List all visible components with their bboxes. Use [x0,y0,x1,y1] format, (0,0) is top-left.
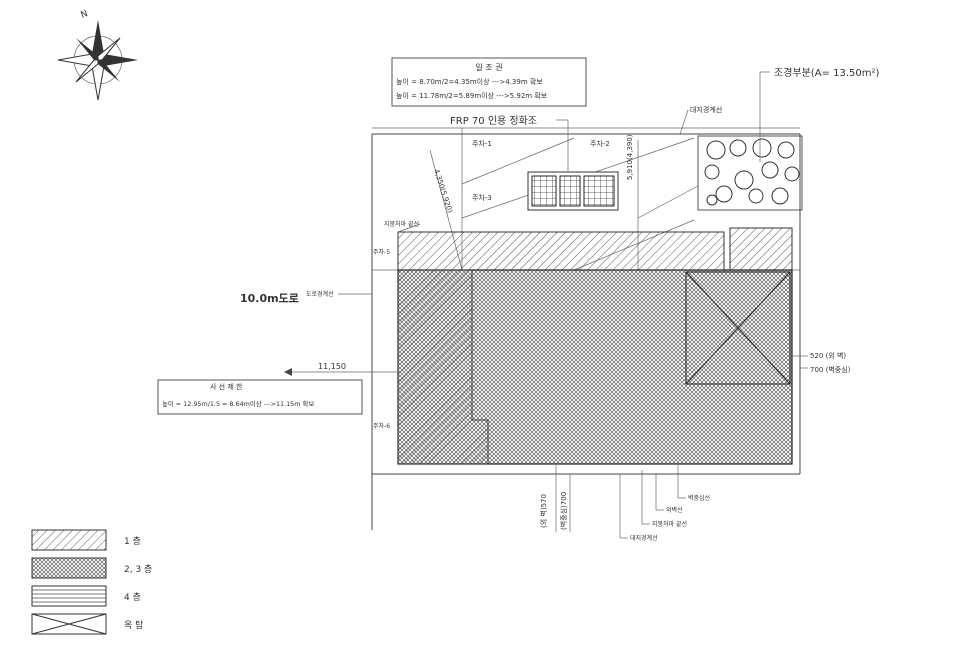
bottom-dim-2: (벽중심)700 [559,492,568,530]
septic-tank [527,171,619,211]
column-label-3: 주차-3 [472,193,492,202]
oblique-restriction-box: 사 선 제 한 높이 = 12.95m/1.5 = 8.64m이상 --->11… [157,379,363,415]
bottom-dim-1: (외 벽)570 [539,494,548,528]
right-dim-1: 520 (외 벽) [810,351,846,360]
column-label-6: 주차-6 [373,422,390,430]
landscape-label: 조경부분(A= 13.50m²) [774,66,879,79]
frp-label: FRP 70 인용 정화조 [450,115,537,127]
legend-swatch-4f [31,585,107,607]
road-boundary-label: 도로경계선 [306,290,334,298]
legend-label-rooftop: 옥 탑 [124,619,143,631]
legend-swatch-2-3f [31,557,107,579]
column-label-1: 주차-1 [472,139,492,148]
column-label-5: 주차-5 [373,248,390,256]
sunlight-rights-box: 일 조 권 높이 = 8.70m/2=4.35m이상 --->4.39m 확보 … [391,57,587,107]
leader-eave-line: 지붕처마 끝선 [652,520,687,528]
sunlight-line-2: 높이 = 11.78m/2=5.89m이상 --->5.92m 확보 [396,91,548,100]
bottom-leaders [619,464,686,539]
legend-label-4f: 4 층 [124,592,141,603]
dim-diagonal-1: 4,350(5,920) [432,168,454,214]
landscape-area [697,135,803,211]
column-label-2: 주차-2 [590,139,610,148]
setback-dimension: 11,150 [284,362,398,376]
leader-site-boundary: 대지경계선 [630,534,658,542]
rooftop-x [685,271,791,385]
right-dim-2: 700 (벽중심) [810,365,851,374]
compass-rose-icon [57,20,138,101]
legend-label-1f: 1 층 [124,536,141,547]
legend-swatch-1f [31,529,107,551]
oblique-line: 높이 = 12.95m/1.5 = 8.64m이상 --->11.15m 확보 [162,399,314,408]
site-boundary-label: 대지경계선 [690,105,722,114]
road-label: 10.0m도로 [240,292,299,305]
leader-outer-wall: 외벽선 [666,506,683,514]
building-footprint [397,227,793,465]
compass-north-label: N [80,9,90,21]
sunlight-line-1: 높이 = 8.70m/2=4.35m이상 --->4.39m 확보 [396,77,543,86]
sunlight-title: 일 조 권 [475,62,502,72]
legend-swatch-rooftop [31,613,107,635]
oblique-title: 사 선 제 한 [210,382,243,391]
legend: 1 층 2, 3 층 4 층 옥 탑 [31,529,152,635]
building-line-label: 지붕처마 끝선 [384,220,419,228]
legend-label-2-3f: 2, 3 층 [124,564,152,575]
dim-diagonal-2: 5,910(4,390) [626,134,634,180]
leader-wall-center: 벽중심선 [688,494,710,502]
dim-setback: 11,150 [318,362,346,371]
